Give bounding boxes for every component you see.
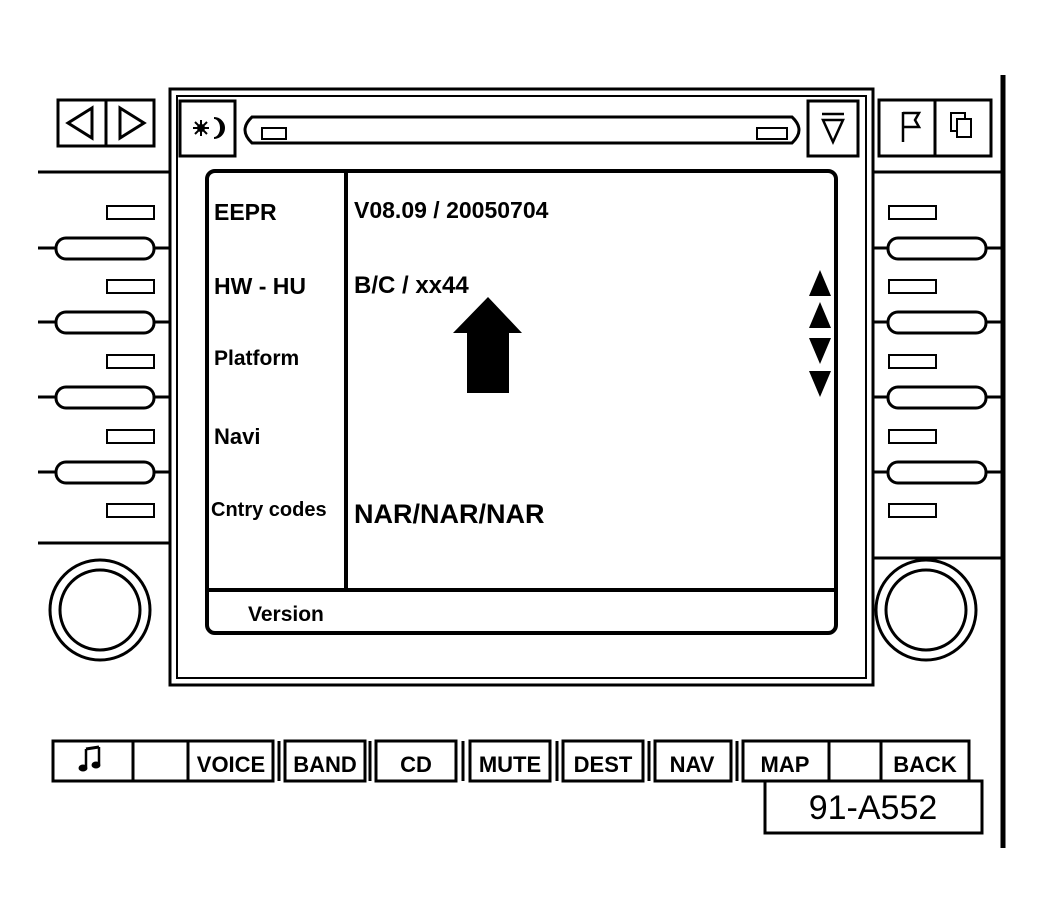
scroll-arrows <box>809 270 831 397</box>
map-key[interactable] <box>741 739 831 783</box>
right-soft-key-6[interactable] <box>874 385 1003 410</box>
right-soft-key-8[interactable] <box>874 460 1003 485</box>
left-soft-key-2[interactable] <box>38 236 170 261</box>
right-soft-key-1[interactable] <box>888 205 937 220</box>
page-down-icon[interactable] <box>809 371 831 397</box>
right-soft-key-5[interactable] <box>888 354 937 369</box>
top-left-button-group <box>56 98 156 148</box>
left-soft-key-6[interactable] <box>38 385 170 410</box>
dest-key-label: DEST <box>574 752 633 777</box>
line-up-icon[interactable] <box>809 302 831 328</box>
flag-icon <box>901 111 922 142</box>
figure-id-box <box>763 779 984 835</box>
nav-key-label: NAV <box>670 752 715 777</box>
row-navi-label: Navi <box>214 424 260 449</box>
side-panel-outlines <box>38 170 1003 560</box>
right-soft-key-4[interactable] <box>874 310 1003 335</box>
back-key[interactable] <box>879 739 971 783</box>
voice-key-label: VOICE <box>197 752 265 777</box>
row-hw-hu-value: B/C / xx44 <box>354 272 469 299</box>
eject-icon <box>821 112 845 146</box>
page-up-icon[interactable] <box>809 270 831 296</box>
display-bezel-inner <box>176 95 867 679</box>
disc-slot <box>243 115 801 145</box>
back-key-label: BACK <box>893 752 957 777</box>
right-soft-key-3[interactable] <box>888 279 937 294</box>
eject-button[interactable] <box>806 99 860 158</box>
mute-key[interactable] <box>468 739 552 783</box>
left-soft-key-1[interactable] <box>106 205 155 220</box>
right-tune-knob[interactable] <box>874 558 978 662</box>
map-key-label: MAP <box>761 752 810 777</box>
arrow-right-icon <box>118 105 147 141</box>
nav-key[interactable] <box>653 739 733 783</box>
left-volume-knob[interactable] <box>48 558 152 662</box>
callout-up-arrow <box>453 297 522 393</box>
cd-key[interactable] <box>374 739 458 783</box>
bottom-key-blank-2[interactable] <box>827 739 883 783</box>
cd-key-label: CD <box>400 752 432 777</box>
row-hw-hu-label: HW - HU <box>214 273 306 299</box>
display-bezel-outer <box>168 87 875 687</box>
right-soft-key-9[interactable] <box>888 503 937 518</box>
line-down-icon[interactable] <box>809 338 831 364</box>
left-soft-key-8[interactable] <box>38 460 170 485</box>
left-soft-key-7[interactable] <box>106 429 155 444</box>
mute-key-label: MUTE <box>479 752 541 777</box>
row-country-codes-label: Cntry codes <box>211 499 327 521</box>
dest-key[interactable] <box>561 739 645 783</box>
row-platform-label: Platform <box>214 347 299 370</box>
arrow-left-icon <box>65 105 94 141</box>
bottom-key-blank-1[interactable] <box>131 739 190 783</box>
bottom-key-bar: VOICE BAND CD MUTE DEST NAV MAP BACK <box>51 739 971 783</box>
display-screen <box>205 169 838 635</box>
top-right-button-group <box>877 98 993 158</box>
row-country-codes-value: NAR/NAR/NAR <box>354 499 545 529</box>
left-soft-key-3[interactable] <box>106 279 155 294</box>
pages-icon <box>950 112 972 138</box>
figure-id: 91-A552 <box>809 789 938 827</box>
right-soft-key-7[interactable] <box>888 429 937 444</box>
band-key[interactable] <box>283 739 367 783</box>
right-soft-keys <box>874 205 1003 518</box>
disc-slot-right-tab <box>756 127 788 140</box>
screen-footer-label: Version <box>248 603 324 626</box>
row-eepr-label: EEPR <box>214 199 277 225</box>
band-key-label: BAND <box>293 752 357 777</box>
right-soft-key-2[interactable] <box>874 236 1003 261</box>
music-note-icon <box>78 745 101 772</box>
left-soft-keys <box>38 205 170 518</box>
left-soft-key-9[interactable] <box>106 503 155 518</box>
left-soft-key-4[interactable] <box>38 310 170 335</box>
sun-moon-icon <box>193 117 225 139</box>
voice-key[interactable] <box>186 739 275 783</box>
row-eepr-value: V08.09 / 20050704 <box>354 197 549 223</box>
left-soft-key-5[interactable] <box>106 354 155 369</box>
disc-slot-left-tab <box>261 127 287 140</box>
